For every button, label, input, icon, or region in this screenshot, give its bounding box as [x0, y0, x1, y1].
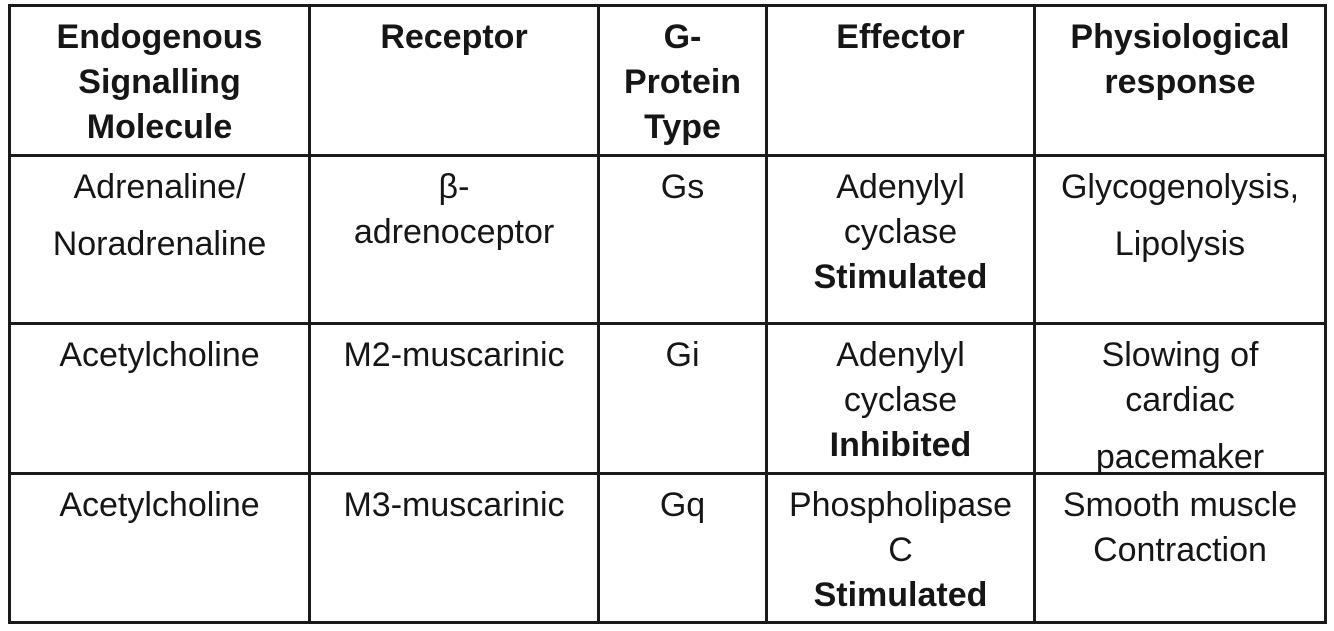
cell-row2-signalling-molecule: Acetylcholine: [11, 325, 311, 475]
header-line: Receptor: [380, 18, 528, 56]
cell-line: Noradrenaline: [52, 225, 267, 263]
cell-line: Adrenaline/: [73, 168, 246, 206]
cell-line: cyclase: [843, 213, 958, 251]
cell-row2-physiological-response: Slowing of cardiac pacemaker: [1036, 325, 1324, 476]
cell-line: β-: [438, 168, 470, 206]
header-line: Effector: [836, 18, 965, 56]
cell-line: cyclase: [843, 381, 958, 419]
cell-row3-effector: Phospholipase C Stimulated: [768, 475, 1036, 621]
cell-row1-physiological-response: Glycogenolysis, Lipolysis: [1036, 157, 1324, 325]
cell-row2-effector: Adenylyl cyclase Inhibited: [768, 325, 1036, 475]
cell-line: Gi: [665, 336, 700, 374]
header-line: Protein: [623, 63, 742, 101]
header-line: Physiological: [1070, 18, 1290, 56]
cell-line: Contraction: [1093, 531, 1267, 569]
cell-row3-physiological-response: Smooth muscle Contraction: [1036, 475, 1324, 621]
cell-line: adrenoceptor: [353, 213, 555, 251]
cell-line: pacemaker: [1095, 438, 1265, 476]
header-cell-endogenous-signalling-molecule: Endogenous Signalling Molecule: [11, 7, 311, 157]
cell-line: Glycogenolysis,: [1060, 168, 1300, 206]
cell-line: Gq: [659, 486, 706, 524]
cell-row2-g-protein: Gi: [600, 325, 768, 475]
cell-row3-receptor: M3-muscarinic: [311, 475, 600, 621]
cell-row1-g-protein: Gs: [600, 157, 768, 325]
header-cell-physiological-response: Physiological response: [1036, 7, 1324, 157]
cell-line: cardiac: [1125, 381, 1235, 419]
cell-line: Phospholipase: [788, 486, 1013, 524]
header-line: response: [1104, 63, 1256, 101]
cell-row3-g-protein: Gq: [600, 475, 768, 621]
cell-line: M3-muscarinic: [343, 486, 565, 524]
cell-row3-signalling-molecule: Acetylcholine: [11, 475, 311, 621]
cell-line: Gs: [660, 168, 705, 206]
cell-line: M2-muscarinic: [343, 336, 565, 374]
cell-row2-receptor: M2-muscarinic: [311, 325, 600, 475]
cell-line: Acetylcholine: [59, 486, 260, 524]
header-cell-effector: Effector: [768, 7, 1036, 157]
cell-line-bold: Stimulated: [813, 576, 988, 614]
header-cell-g-protein-type: G- Protein Type: [600, 7, 768, 157]
header-line: G-: [663, 18, 702, 56]
signalling-table: Endogenous Signalling Molecule Receptor …: [8, 4, 1327, 624]
header-line: Endogenous: [56, 18, 263, 56]
cell-line: Adenylyl: [836, 336, 965, 374]
cell-row1-signalling-molecule: Adrenaline/ Noradrenaline: [11, 157, 311, 325]
cell-line: Smooth muscle: [1062, 486, 1298, 524]
cell-line-bold: Stimulated: [813, 258, 988, 296]
cell-line: Slowing of: [1101, 336, 1259, 374]
header-line: Signalling: [78, 63, 241, 101]
header-cell-receptor: Receptor: [311, 7, 600, 157]
cell-row1-effector: Adenylyl cyclase Stimulated: [768, 157, 1036, 325]
cell-line: Acetylcholine: [59, 336, 260, 374]
cell-line-bold: Inhibited: [829, 426, 972, 464]
header-line: Type: [644, 108, 721, 146]
header-line: Molecule: [86, 108, 233, 146]
cell-line: Adenylyl: [836, 168, 965, 206]
cell-row1-receptor: β- adrenoceptor: [311, 157, 600, 325]
cell-line: Lipolysis: [1114, 225, 1246, 263]
cell-line: C: [888, 531, 913, 569]
